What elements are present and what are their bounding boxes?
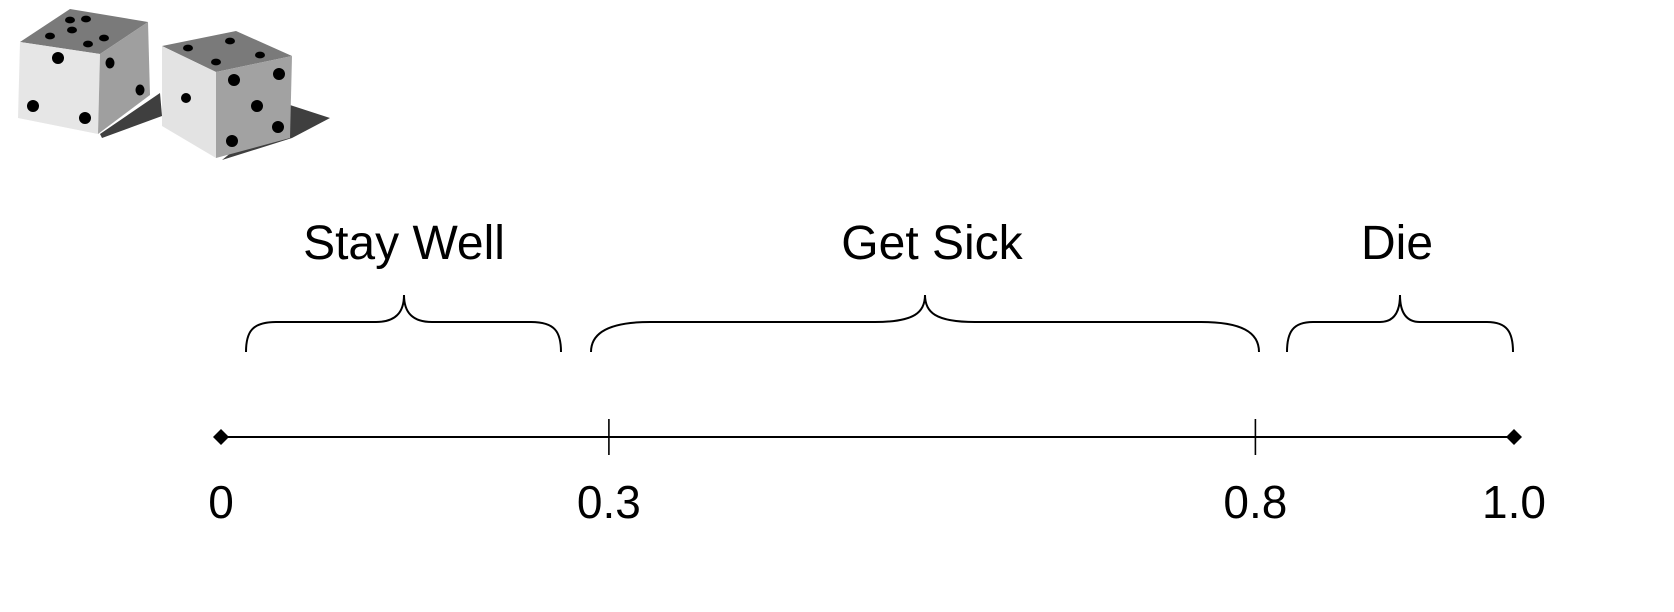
endpoint-marker <box>1506 429 1522 445</box>
endpoint-marker <box>213 429 229 445</box>
axis-tick-labels: 0 0.3 0.8 1.0 <box>208 476 1546 528</box>
segment-label-get-sick: Get Sick <box>841 217 1023 270</box>
axis-ticks <box>213 419 1522 455</box>
brace-stay-well <box>245 294 562 353</box>
tick-label: 0.8 <box>1223 476 1287 528</box>
segment-label-die: Die <box>1361 217 1433 270</box>
right-die <box>162 31 292 158</box>
brace-get-sick <box>590 294 1260 353</box>
tick-label: 0 <box>208 476 234 528</box>
dice-icon <box>18 9 330 160</box>
tick-label: 0.3 <box>577 476 641 528</box>
brace-die <box>1286 294 1514 353</box>
segment-label-stay-well: Stay Well <box>303 217 505 270</box>
left-die <box>18 9 150 134</box>
tick-label: 1.0 <box>1482 476 1546 528</box>
